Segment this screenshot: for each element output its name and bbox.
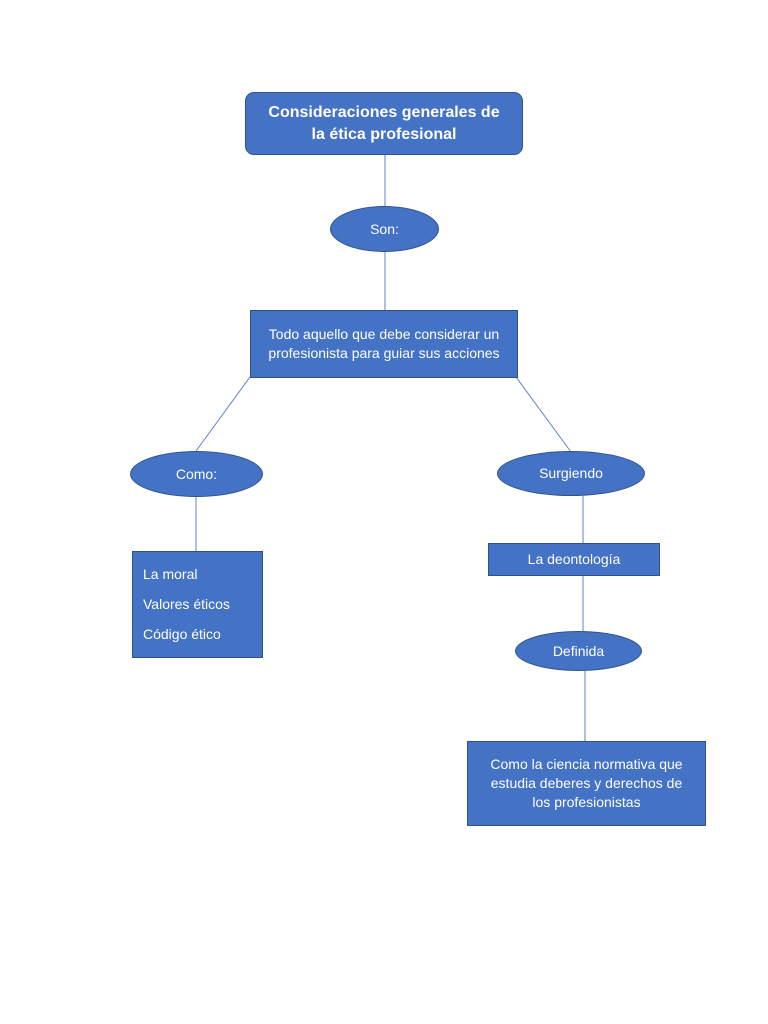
root-node-label: Consideraciones generales de la ética pr… <box>268 103 500 143</box>
root-node: Consideraciones generales de la ética pr… <box>245 92 523 155</box>
son-node: Son: <box>330 206 439 252</box>
list-item: Código ético <box>143 626 221 642</box>
definition-node: Todo aquello que debe considerar un prof… <box>250 310 518 378</box>
deontologia-definition-node: Como la ciencia normativa que estudia de… <box>467 741 706 826</box>
como-node-label: Como: <box>175 465 218 482</box>
como-list-node: La moral Valores éticos Código ético <box>132 551 263 658</box>
deontologia-definition-label: Como la ciencia normativa que estudia de… <box>490 756 683 810</box>
definition-node-label: Todo aquello que debe considerar un prof… <box>268 326 500 361</box>
como-node: Como: <box>130 451 263 497</box>
connector-definition-surgiendo <box>515 376 572 453</box>
list-item: Valores éticos <box>143 596 230 612</box>
son-node-label: Son: <box>370 220 399 237</box>
definida-node-label: Definida <box>552 642 605 659</box>
definida-node: Definida <box>515 631 642 671</box>
list-item: La moral <box>143 566 198 582</box>
deontologia-node: La deontología <box>488 543 660 576</box>
connector-definition-como <box>195 376 251 452</box>
deontologia-node-label: La deontología <box>527 551 621 567</box>
surgiendo-node-label: Surgiendo <box>539 465 603 481</box>
surgiendo-node: Surgiendo <box>497 451 645 496</box>
